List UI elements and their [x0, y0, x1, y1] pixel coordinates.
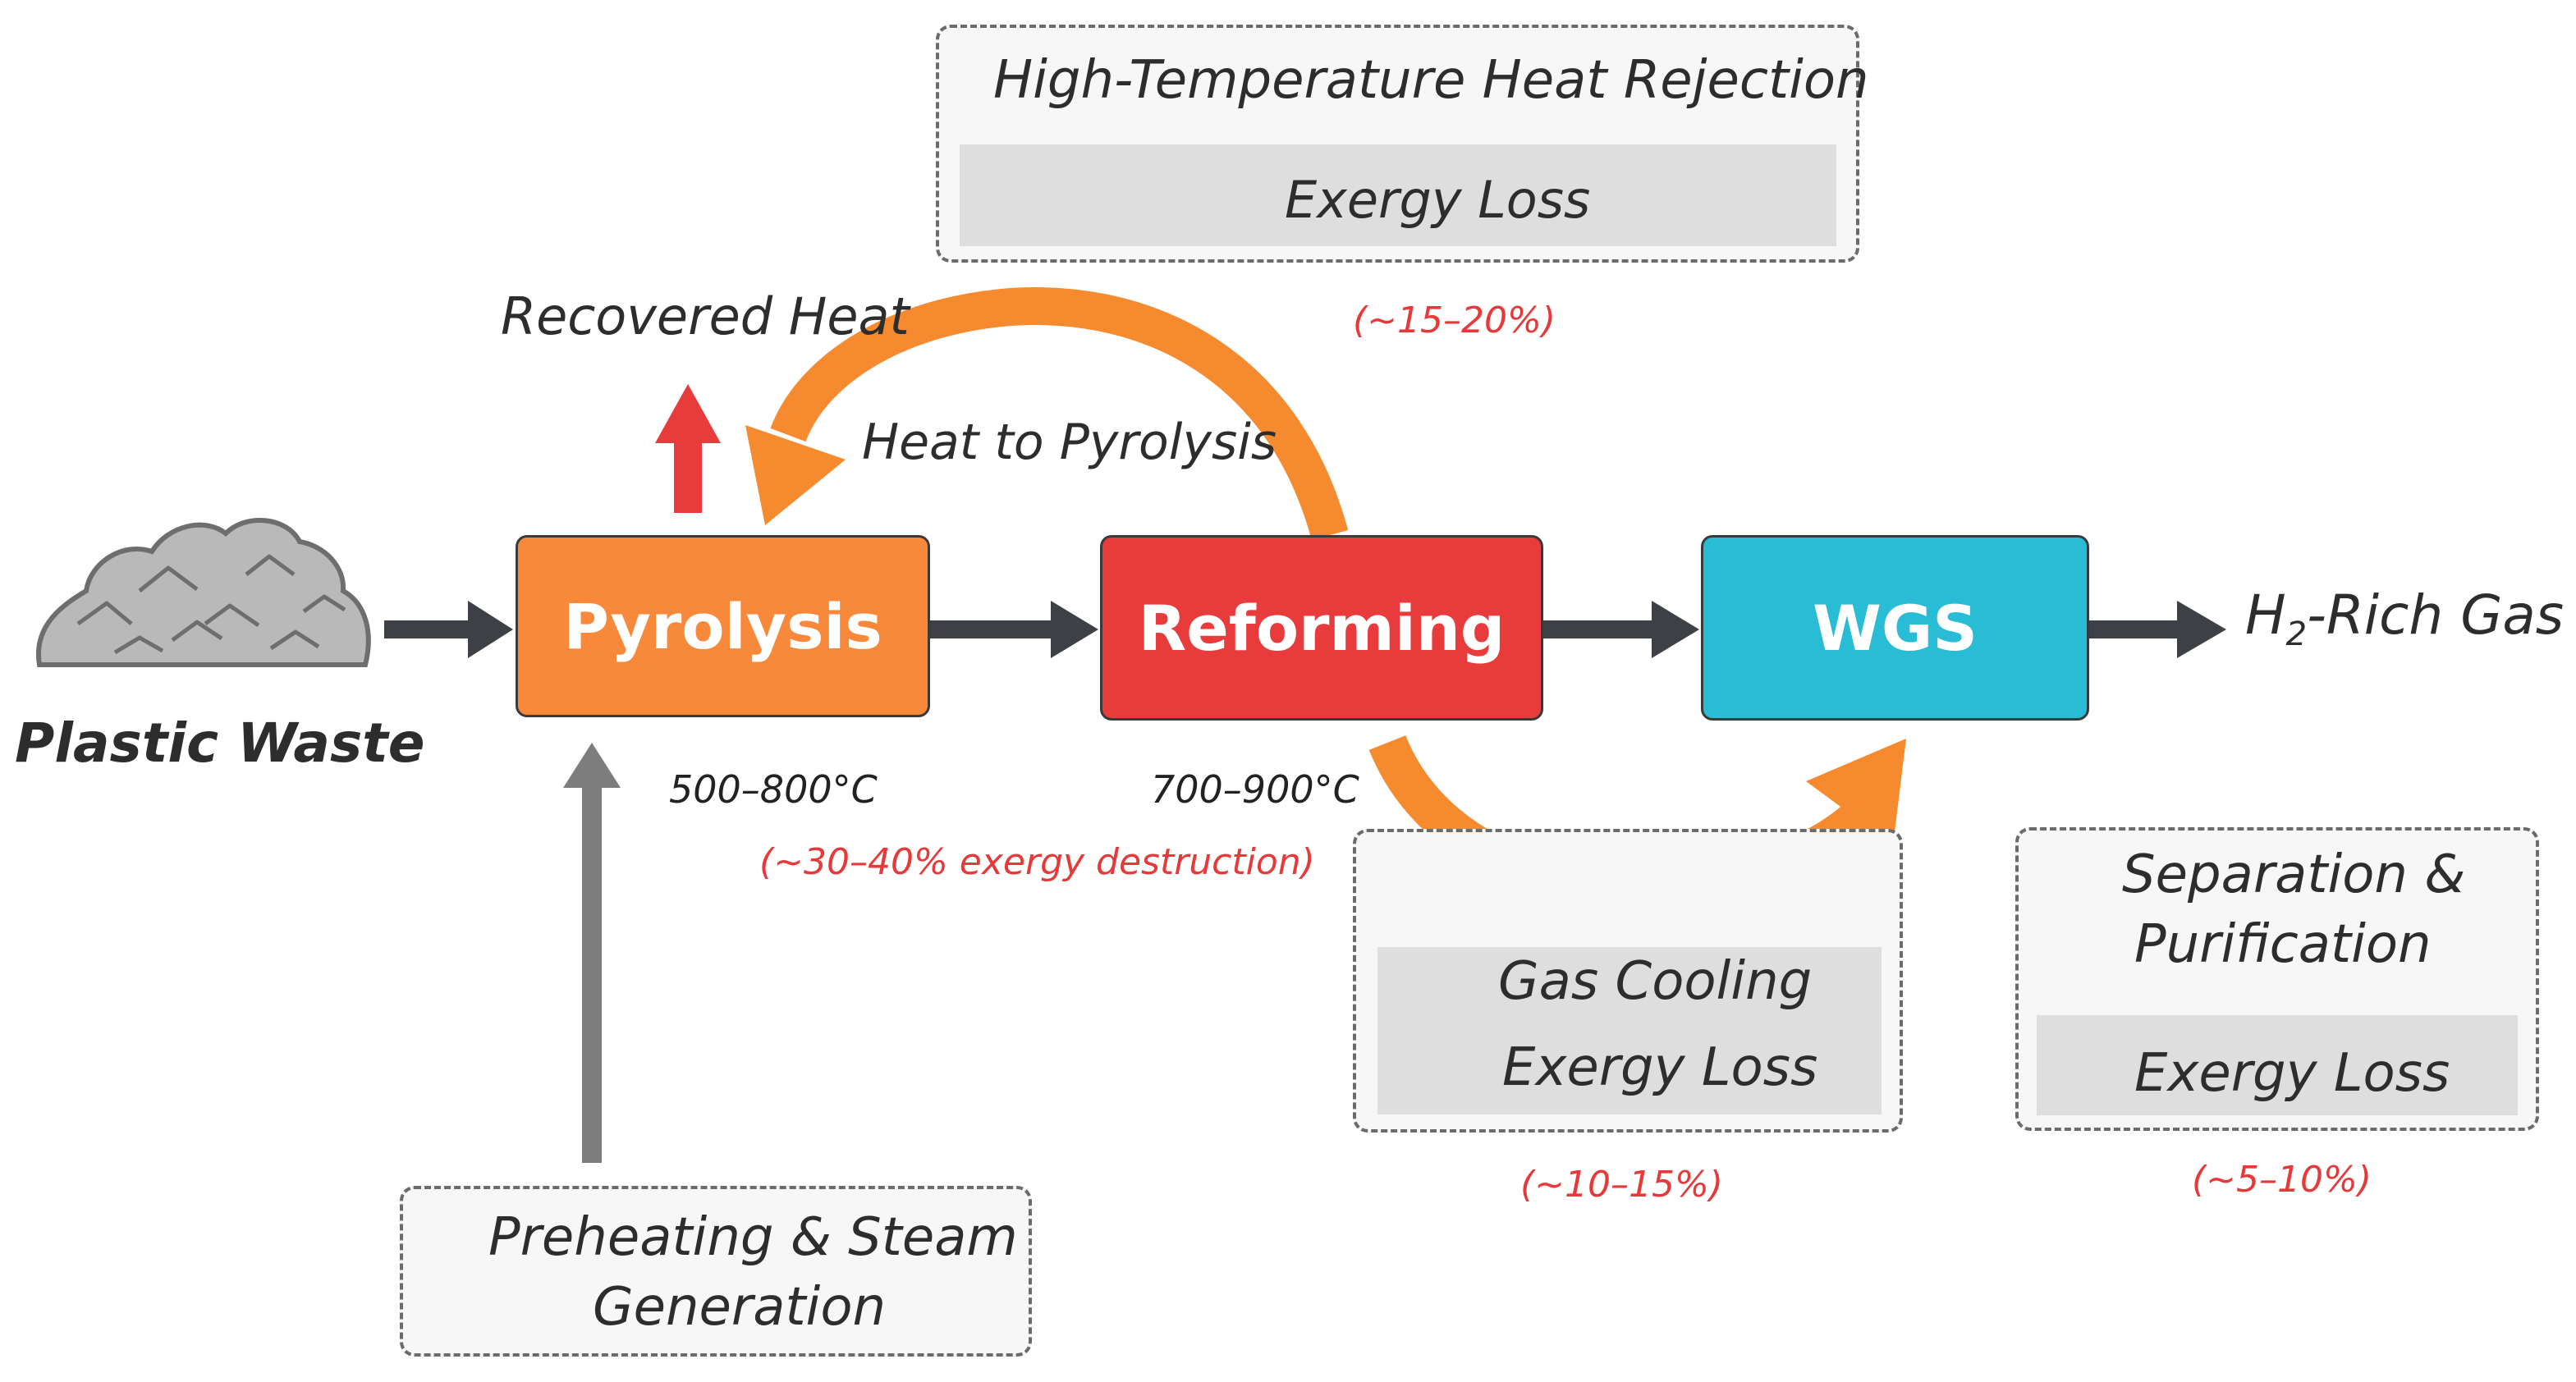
- flow-arrow-wgs-to-product: [2089, 601, 2226, 658]
- pyrolysis-label: Pyrolysis: [563, 589, 882, 663]
- preheating-line1: Preheating & Steam: [488, 1207, 1018, 1268]
- separation-box: [2015, 827, 2539, 1131]
- heat-to-pyrolysis-label: Heat to Pyrolysis: [862, 414, 1277, 471]
- reforming-label: Reforming: [1138, 591, 1506, 665]
- heat-to-pyrolysis-arrow: [745, 287, 1349, 541]
- flow-arrow-pyrolysis-to-reforming: [930, 601, 1098, 658]
- h2-subscript: 2: [2285, 615, 2308, 654]
- recovered-heat-arrow: [655, 384, 721, 513]
- pyrolysis-box: Pyrolysis: [516, 535, 930, 717]
- h2-prefix: H: [2245, 583, 2286, 647]
- recovered-heat-label: Recovered Heat: [501, 286, 910, 346]
- reforming-temperature: 700–900°C: [1151, 767, 1359, 812]
- preheating-line2: Generation: [593, 1277, 887, 1338]
- wgs-label: WGS: [1813, 591, 1978, 665]
- plastic-waste-pile-icon: [35, 518, 371, 667]
- heat-rejection-band: [960, 144, 1836, 246]
- gas-cooling-band: [1377, 947, 1882, 1114]
- reforming-box: Reforming: [1100, 535, 1543, 721]
- separation-band-label: Exergy Loss: [2134, 1043, 2450, 1104]
- flow-arrow-feed-to-pyrolysis: [384, 601, 513, 658]
- separation-line1: Separation &: [2122, 844, 2466, 905]
- preheating-supply-arrow: [563, 743, 621, 1163]
- heat-rejection-heading: High-Temperature Heat Rejection: [993, 50, 1869, 111]
- h2-suffix: -Rich Gas: [2307, 583, 2565, 647]
- heat-rejection-percent: (~15–20%): [1353, 300, 1556, 341]
- pyrolysis-temperature: 500–800°C: [669, 767, 878, 812]
- heat-rejection-box: [936, 25, 1859, 263]
- wgs-box: WGS: [1701, 535, 2089, 721]
- gas-cooling-box: [1353, 829, 1903, 1133]
- heat-rejection-band-label: Exergy Loss: [1285, 170, 1591, 230]
- h2-rich-gas-label: H2-Rich Gas: [2245, 583, 2565, 654]
- preheating-box: [400, 1186, 1032, 1357]
- separation-band: [2037, 1015, 2518, 1115]
- gas-cooling-line1: Gas Cooling: [1498, 951, 1813, 1012]
- flow-arrow-reforming-to-wgs: [1543, 601, 1699, 658]
- reforming-exergy-destruction: (~30–40% exergy destruction): [759, 841, 1315, 883]
- separation-line2: Purification: [2134, 914, 2432, 975]
- gas-cooling-percent: (~10–15%): [1520, 1164, 1723, 1206]
- separation-percent: (~5–10%): [2192, 1159, 2372, 1201]
- gas-cooling-line2: Exergy Loss: [1502, 1037, 1818, 1098]
- plastic-waste-label: Plastic Waste: [15, 712, 425, 775]
